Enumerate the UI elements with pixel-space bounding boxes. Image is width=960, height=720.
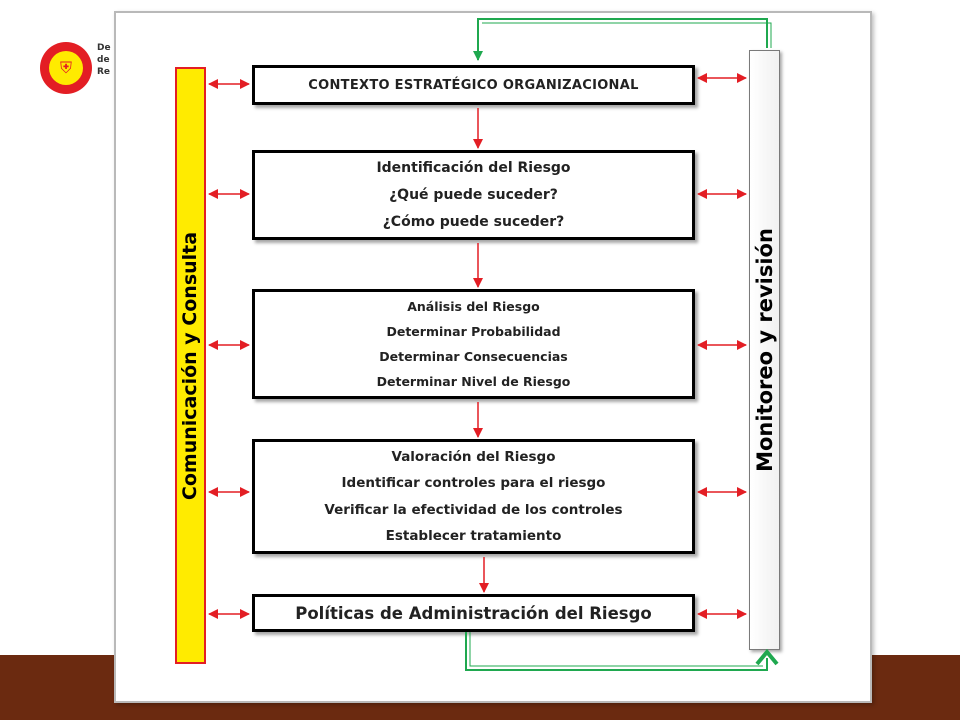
box-line: Establecer tratamiento [385,527,562,544]
box-line: ¿Cómo puede suceder? [382,213,565,230]
box-line: Determinar Probabilidad [386,324,561,339]
green-feedback-arrows [465,18,779,671]
valuation-box: Valoración del Riesgo Identificar contro… [252,439,695,554]
bottom-feedback-arrowhead [755,648,779,666]
logo-text-line: De [97,43,111,53]
box-line: Determinar Nivel de Riesgo [376,374,571,389]
shield-icon: ⛨ [49,51,83,85]
box-line: Identificación del Riesgo [376,160,571,177]
box-line: Identificar controles para el riesgo [341,475,606,492]
logo-text-line: de [97,55,110,65]
top-feedback-arrow-inner [482,22,772,48]
box-line: CONTEXTO ESTRATÉGICO ORGANIZACIONAL [308,77,639,93]
colombia-coat-of-arms-icon: ⛨ [40,42,92,94]
box-line: Análisis del Riesgo [407,299,540,314]
box-line: Políticas de Administración del Riesgo [295,603,652,623]
bottom-feedback-arrow-inner [469,632,763,667]
left-double-arrows [208,79,250,619]
box-line: Verificar la efectividad de los controle… [324,501,623,518]
analysis-box: Análisis del Riesgo Determinar Probabili… [252,289,695,399]
context-box: CONTEXTO ESTRATÉGICO ORGANIZACIONAL [252,65,695,105]
policies-box: Políticas de Administración del Riesgo [252,594,695,632]
logo-text: De de Re [97,42,119,94]
box-line: ¿Qué puede suceder? [389,186,558,203]
down-flow-arrows [473,108,489,593]
communication-bar: Comunicación y Consulta [175,67,206,664]
box-line: Determinar Consecuencias [379,349,568,364]
top-feedback-arrow [473,18,768,61]
monitoring-bar: Monitoreo y revisión [749,50,780,650]
logo-text-line: Re [97,67,111,77]
right-double-arrows [697,73,747,619]
bottom-feedback-arrow [465,632,768,671]
box-line: Valoración del Riesgo [391,449,556,466]
identification-box: Identificación del Riesgo ¿Qué puede suc… [252,150,695,240]
